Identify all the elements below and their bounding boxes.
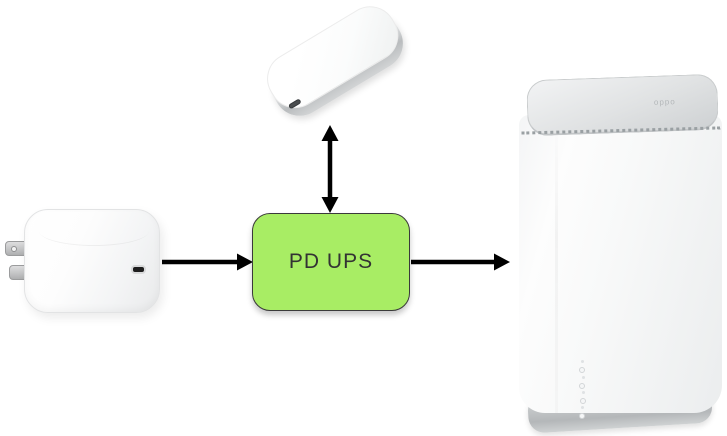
router-led-dot-icon bbox=[582, 376, 585, 379]
router-led-icon bbox=[579, 383, 585, 389]
wifi-router: oppo bbox=[515, 70, 727, 436]
pd-ups-label: PD UPS bbox=[288, 250, 374, 273]
router-led-icon bbox=[580, 398, 586, 404]
router-led-dot-icon bbox=[581, 406, 584, 409]
arrow-adapter-to-pdups bbox=[162, 253, 253, 271]
router-body bbox=[519, 115, 722, 419]
adapter-usb-c-port-icon bbox=[131, 265, 146, 274]
prong-hole bbox=[11, 246, 17, 252]
adapter-face-highlight bbox=[39, 216, 149, 246]
router-led-dot-icon bbox=[581, 360, 584, 363]
router-led-icon bbox=[579, 413, 585, 419]
usb-power-adapter bbox=[2, 205, 162, 320]
arrow-pdups-powerbank-bidirectional bbox=[321, 125, 339, 213]
arrow-pdups-to-router bbox=[411, 253, 510, 271]
router-led-icon bbox=[579, 367, 585, 373]
router-led-dot-icon bbox=[582, 391, 585, 394]
pd-ups-node: PD UPS bbox=[252, 213, 410, 311]
router-front-edge bbox=[555, 115, 558, 413]
adapter-body bbox=[24, 209, 160, 313]
